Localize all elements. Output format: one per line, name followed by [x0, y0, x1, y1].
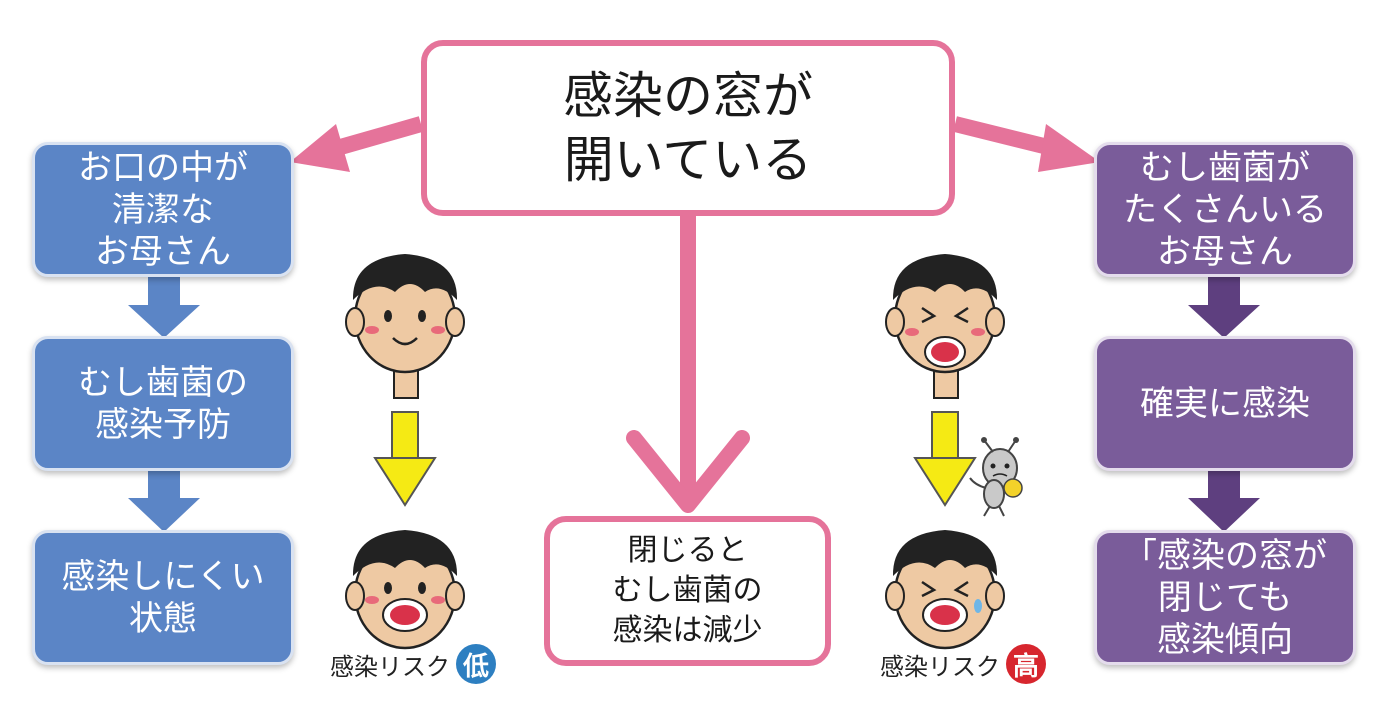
right-box-3: 「感染の窓が 閉じても 感染傾向 [1094, 530, 1356, 665]
title-box: 感染の窓が 開いている [421, 40, 955, 216]
left-box-3-text: 感染しにくい 状態 [61, 556, 265, 639]
center-box-text: 閉じると むし歯菌の 感染は減少 [612, 533, 763, 648]
right-box-3-text: 「感染の窓が 閉じても 感染傾向 [1123, 535, 1327, 660]
risk-high-text: 感染リスク [880, 652, 1000, 681]
blue-arrow-down-2 [128, 470, 200, 532]
left-box-2: むし歯菌の 感染予防 [32, 336, 294, 471]
child-happy-face-icon [345, 254, 465, 399]
right-box-2: 確実に感染 [1094, 336, 1356, 471]
risk-high-label: 感染リスク 高 [880, 644, 1046, 684]
right-box-2-text: 確実に感染 [1140, 383, 1310, 424]
left-box-1: お口の中が 清潔な お母さん [32, 142, 294, 277]
purple-arrow-down-2 [1188, 470, 1260, 532]
left-box-1-text: お口の中が 清潔な お母さん [78, 147, 248, 272]
right-box-1: むし歯菌が たくさんいる お母さん [1094, 142, 1356, 277]
child-open-mouth-face-right-icon [885, 530, 1005, 650]
germ-character-icon [969, 437, 1023, 517]
risk-high-badge: 高 [1006, 644, 1046, 684]
left-box-2-text: むし歯菌の 感染予防 [78, 362, 248, 445]
yellow-arrow-left [373, 411, 437, 507]
child-crying-face-icon [885, 254, 1005, 399]
blue-arrow-down-1 [128, 277, 200, 338]
right-box-1-text: むし歯菌が たくさんいる お母さん [1123, 147, 1327, 272]
risk-low-label: 感染リスク 低 [330, 644, 496, 684]
center-box: 閉じると むし歯菌の 感染は減少 [544, 516, 831, 666]
pink-arrow-left [290, 116, 424, 172]
purple-arrow-down-1 [1188, 277, 1260, 338]
left-box-3: 感染しにくい 状態 [32, 530, 294, 665]
child-open-mouth-face-left-icon [345, 530, 465, 650]
pink-arrow-right [953, 116, 1100, 172]
pink-arrow-down [626, 216, 750, 513]
title-text: 感染の窓が 開いている [563, 67, 813, 189]
yellow-arrow-right [913, 411, 977, 507]
risk-low-badge: 低 [456, 644, 496, 684]
risk-low-text: 感染リスク [330, 652, 450, 681]
